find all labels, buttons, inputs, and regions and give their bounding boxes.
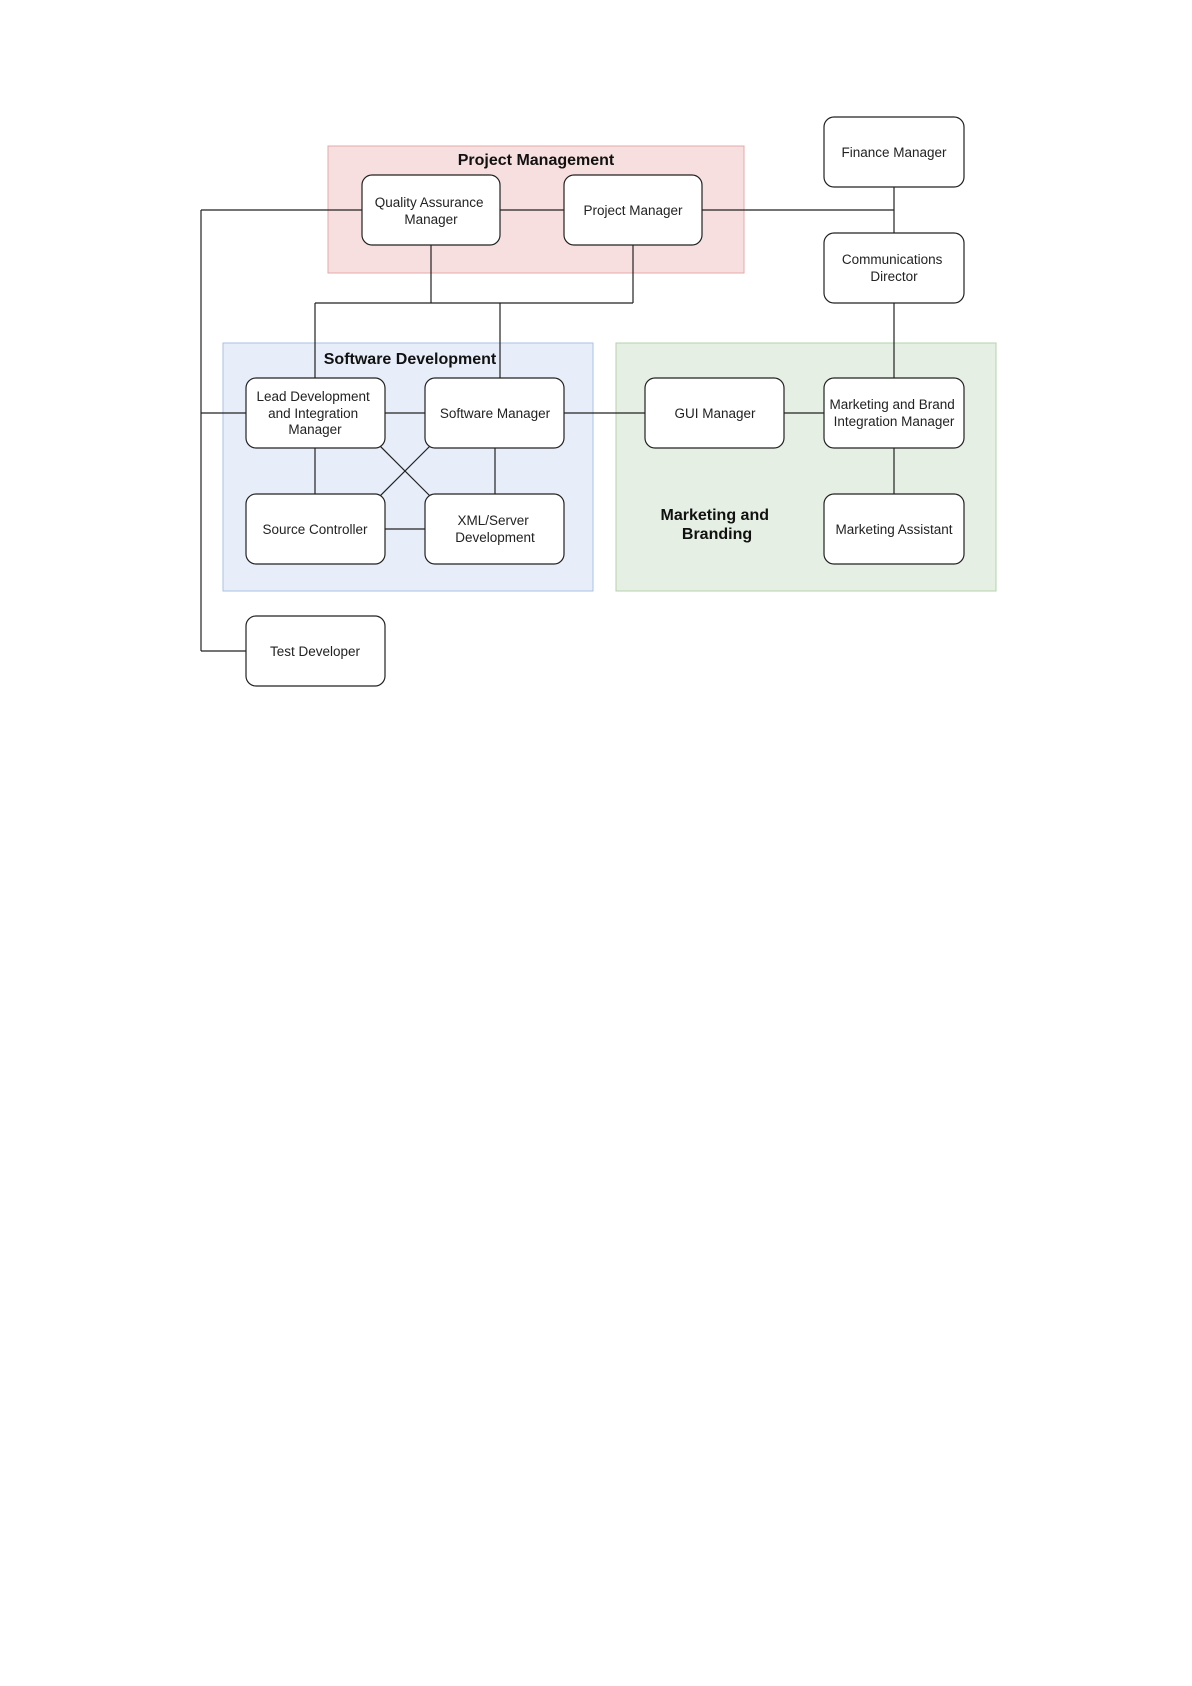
- svg-text:GUI Manager: GUI Manager: [674, 406, 756, 421]
- node-label-line: XML/Server: [457, 513, 529, 528]
- node-label-line: Software Manager: [440, 406, 551, 421]
- svg-text:Project Manager: Project Manager: [583, 203, 683, 218]
- node-finance-manager: Finance Manager: [823, 116, 965, 188]
- node-marketing-assistant: Marketing Assistant: [823, 493, 965, 565]
- svg-text:Finance Manager: Finance Manager: [841, 145, 947, 160]
- node-quality-assurance-manager: Quality Assurance Manager: [361, 174, 501, 246]
- node-xml-server-development: XML/Server Development: [424, 493, 565, 565]
- node-software-manager: Software Manager: [424, 377, 565, 449]
- svg-text:Marketing Assistant: Marketing Assistant: [835, 522, 952, 537]
- group-label-marketing-branding: Marketing and Branding: [661, 507, 774, 543]
- node-label-line: Finance Manager: [841, 145, 947, 160]
- svg-text:Lead Development and Int: Lead Development and Integration Manager: [256, 389, 373, 437]
- node-label-line: Development: [455, 530, 535, 545]
- svg-text:Test Developer: Test Developer: [270, 644, 361, 659]
- group-label-marketing-branding-line-2: Branding: [682, 526, 752, 543]
- svg-text:Communications Director: Communications Director: [842, 252, 946, 284]
- group-label-marketing-branding-line-1: Marketing and: [661, 507, 769, 524]
- svg-text:XML/Server Development: XML/Server Development: [455, 513, 535, 545]
- svg-text:Quality Assurance Manage: Quality Assurance Manager: [375, 195, 488, 227]
- node-label-line: Integration Manager: [834, 414, 955, 429]
- node-label-line: Quality Assurance: [375, 195, 484, 210]
- node-label-line: Manager: [404, 212, 458, 227]
- connectors: [200, 187, 895, 652]
- node-label-line: Project Manager: [583, 203, 683, 218]
- edge-cross-software-to-source: [379, 445, 431, 497]
- node-label-line: Marketing and Brand: [829, 397, 954, 412]
- node-label-line: Communications: [842, 252, 943, 267]
- node-label-line: Director: [870, 269, 918, 284]
- node-project-manager: Project Manager: [563, 174, 703, 246]
- svg-text:Marketing and Brand Inte: Marketing and Brand Integration Manager: [829, 397, 958, 429]
- node-label-line: Marketing Assistant: [835, 522, 952, 537]
- node-label-line: Manager: [288, 422, 342, 437]
- node-source-controller: Source Controller: [245, 493, 386, 565]
- node-test-developer: Test Developer: [245, 615, 386, 687]
- node-label-line: Test Developer: [270, 644, 361, 659]
- group-label-project-management: Project Management: [458, 152, 615, 169]
- node-label-line: Source Controller: [262, 522, 368, 537]
- node-communications-director: Communications Director: [823, 232, 965, 304]
- node-lead-development-integration-manager: Lead Development and Integration Manager: [245, 377, 386, 449]
- node-gui-manager: GUI Manager: [644, 377, 785, 449]
- node-marketing-brand-integration-manager: Marketing and Brand Integration Manager: [823, 377, 965, 449]
- svg-text:Software Manager: Software Manager: [440, 406, 551, 421]
- group-label-software-development: Software Development: [324, 351, 497, 368]
- node-label-line: Lead Development: [256, 389, 370, 404]
- node-label-line: and Integration: [268, 406, 358, 421]
- node-label-line: GUI Manager: [674, 406, 756, 421]
- svg-text:Source Controller: Source Controller: [262, 522, 368, 537]
